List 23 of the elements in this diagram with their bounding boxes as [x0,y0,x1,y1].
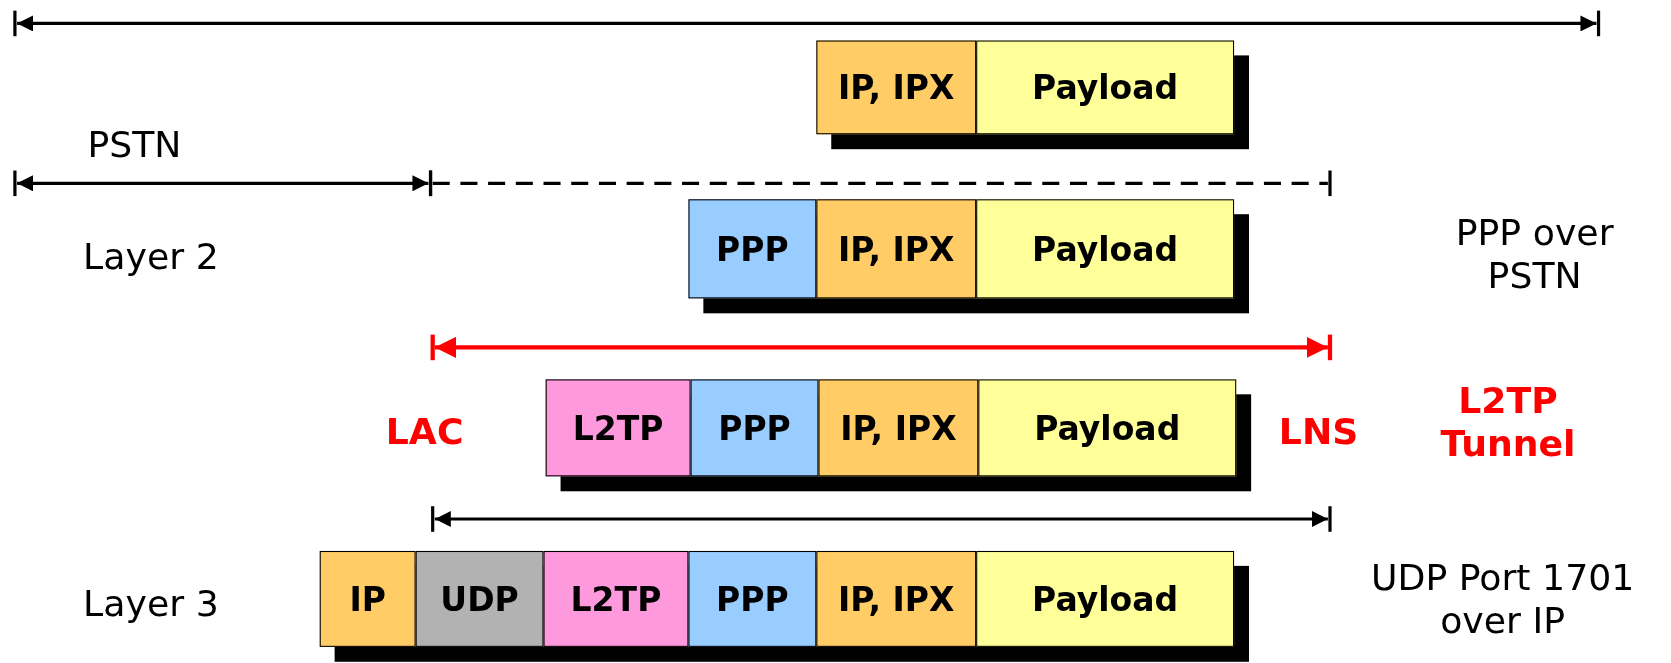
endpoint-label: LAC [385,410,464,453]
header-field: IP, IPX [816,40,977,135]
protocol-label: UDP Port 1701 over IP [1369,556,1636,642]
header-field: Payload [976,40,1235,135]
network-label: PSTN [87,122,182,166]
header-field: L2TP [543,550,689,647]
header-field: PPP [690,379,819,477]
tunnel-label: L2TP Tunnel [1439,379,1577,465]
header-field: Payload [978,379,1237,477]
layer-label: Layer 3 [83,581,219,625]
header-field: IP [319,550,416,647]
endpoint-label: LNS [1278,410,1359,453]
header-field: UDP [415,550,544,647]
header-field: IP, IPX [816,550,977,647]
layer-label: Layer 2 [83,234,219,278]
header-field: Payload [976,199,1235,299]
header-field: IP, IPX [818,379,979,477]
protocol-label: PPP over PSTN [1454,211,1615,297]
header-field: IP, IPX [816,199,977,299]
header-field: PPP [688,550,817,647]
header-field: Payload [976,550,1235,647]
header-field: PPP [688,199,817,299]
header-field: L2TP [545,379,691,477]
